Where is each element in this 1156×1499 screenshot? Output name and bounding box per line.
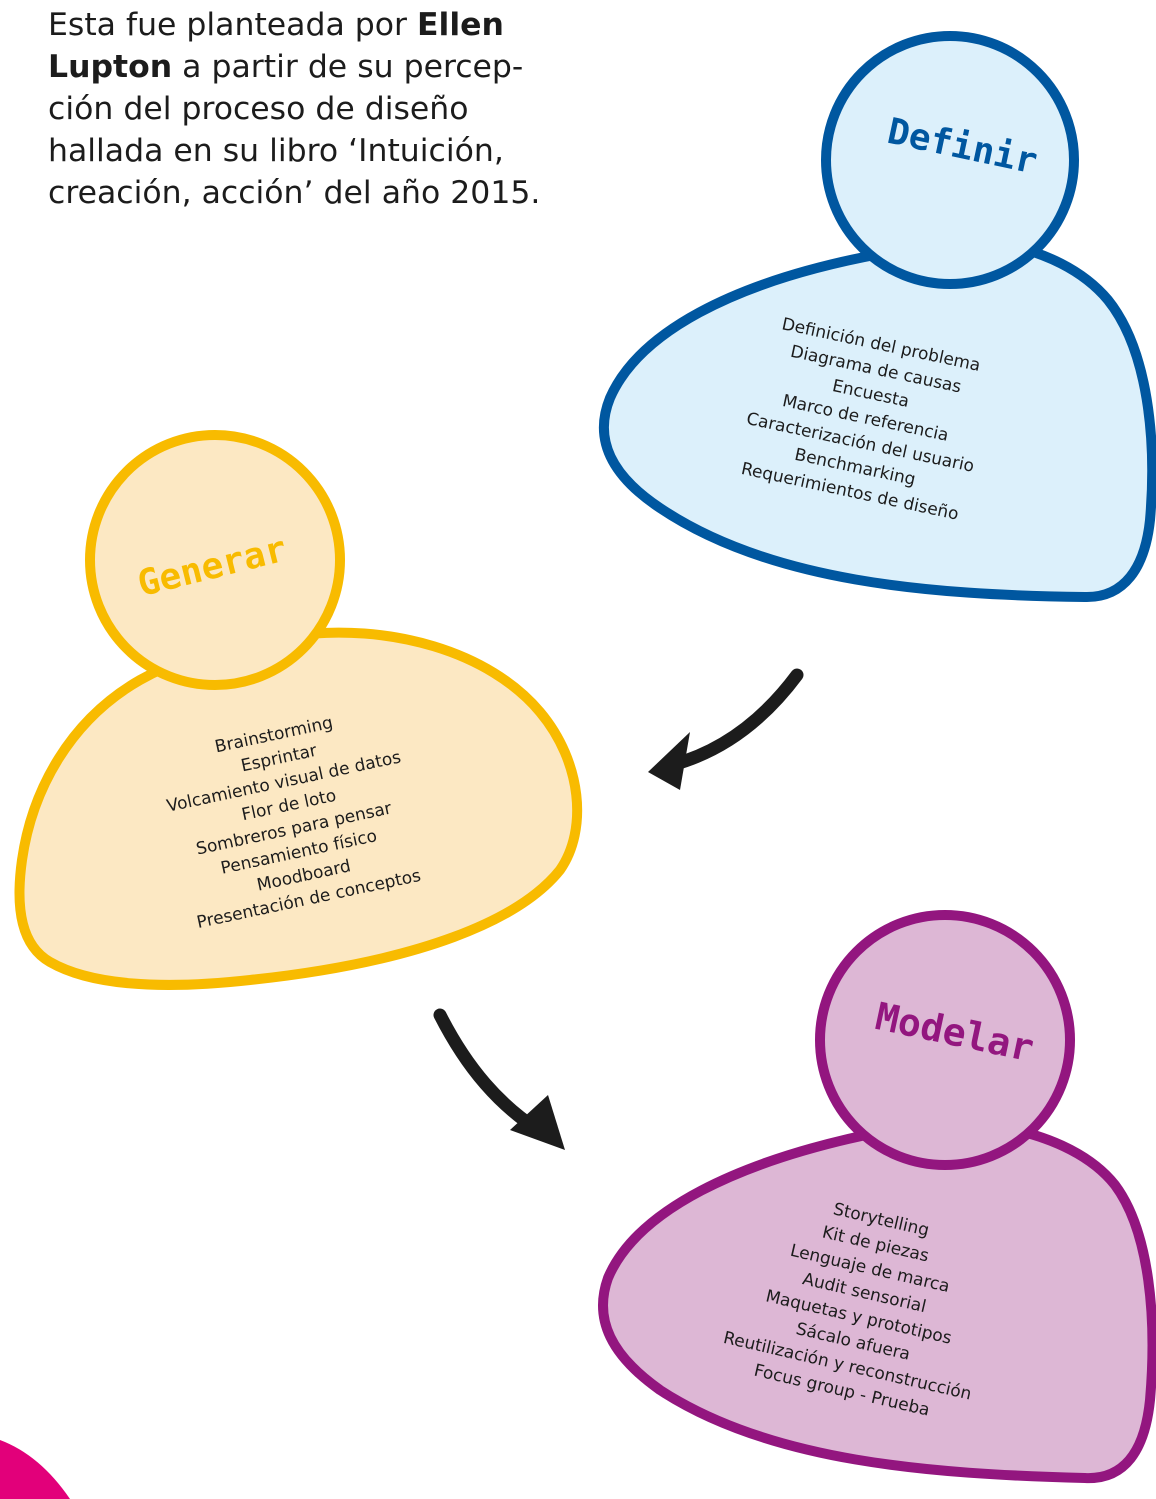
stage-definir: Definir Definición del problema Diagrama… bbox=[598, 31, 1156, 603]
arrow-shaft bbox=[665, 668, 804, 772]
intro-paragraph: Esta fue planteada por Ellen Lupton a pa… bbox=[48, 4, 568, 214]
stage-modelar: Modelar Storytelling Kit de piezas Lengu… bbox=[597, 910, 1156, 1484]
modelar-body bbox=[597, 1118, 1156, 1484]
definir-head bbox=[821, 31, 1079, 289]
arrowhead-icon bbox=[648, 732, 690, 790]
arrow-generar-to-modelar bbox=[433, 1008, 565, 1150]
corner-accent bbox=[0, 1440, 70, 1499]
intro-part1: Esta fue planteada por bbox=[48, 7, 418, 43]
arrow-shaft bbox=[433, 1008, 545, 1137]
generar-head bbox=[85, 430, 345, 690]
stage-generar: Generar Brainstorming Esprintar Volcamie… bbox=[14, 430, 583, 990]
generar-body bbox=[14, 627, 583, 990]
arrow-definir-to-generar bbox=[648, 668, 804, 790]
modelar-head bbox=[815, 910, 1075, 1170]
intro-part2: a partir de su percep-ción del proceso d… bbox=[48, 49, 541, 211]
definir-body bbox=[598, 235, 1156, 603]
intro-author: Ellen Lupton bbox=[48, 7, 504, 85]
arrowhead-icon bbox=[510, 1095, 565, 1150]
